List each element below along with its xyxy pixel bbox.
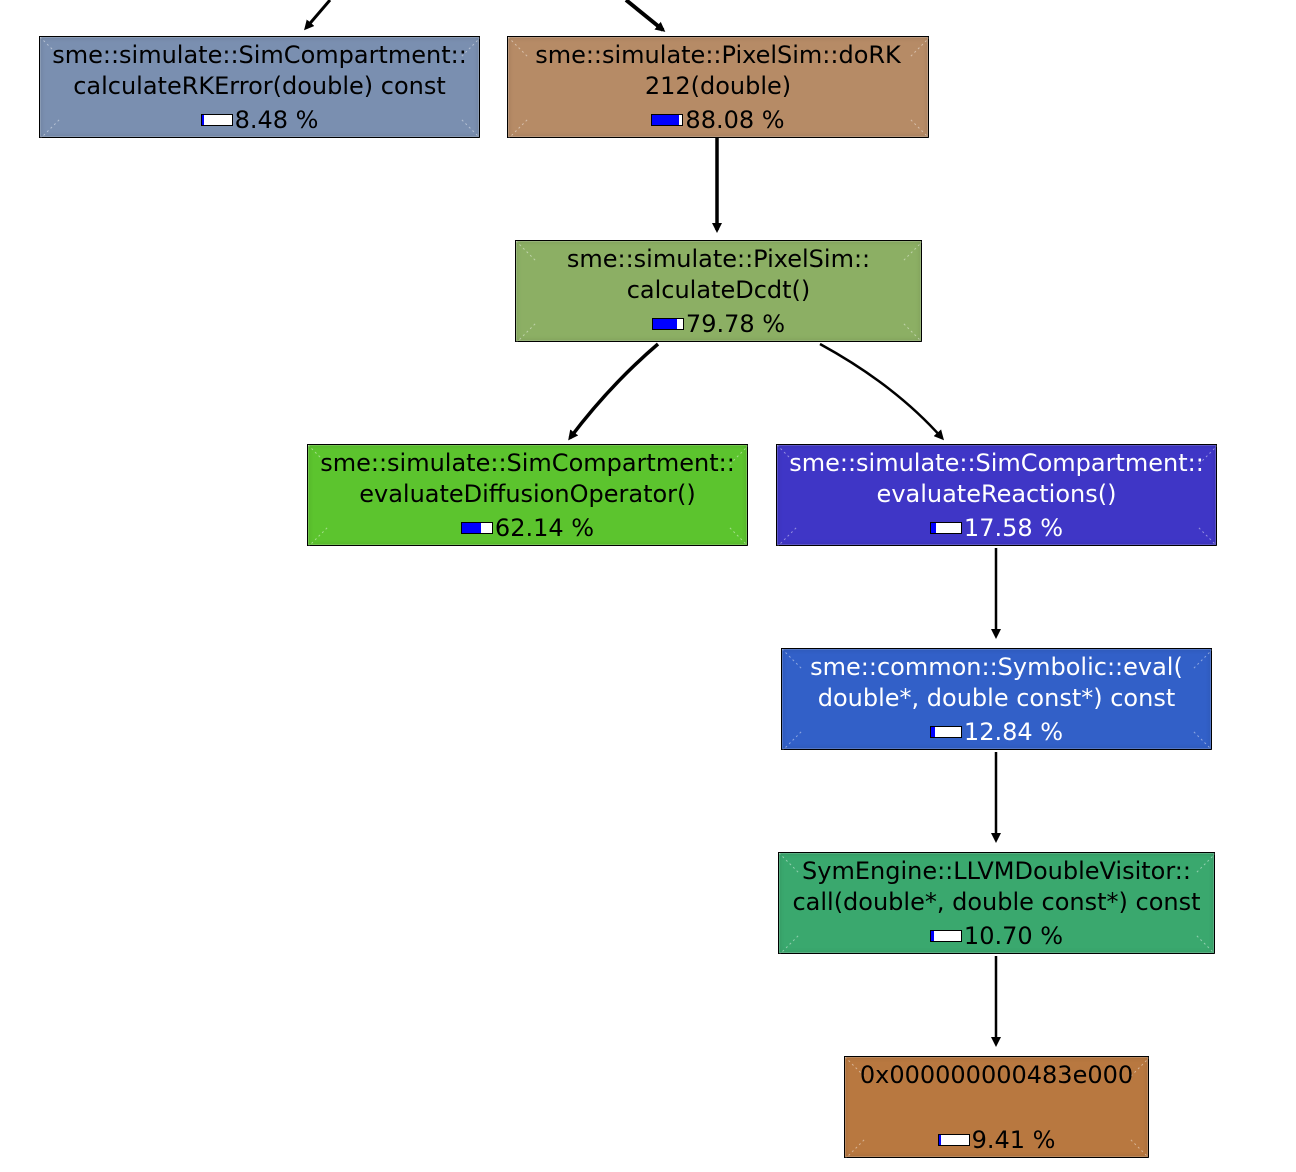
node-name-line1: sme::simulate::SimCompartment:: (789, 449, 1204, 477)
node-name-line2: calculateRKError(double) const (73, 72, 446, 100)
node-dcdt[interactable]: sme::simulate::PixelSim::calculateDcdt()… (515, 240, 923, 343)
edge-dcdt-to-diffusion (568, 342, 660, 441)
cost-bar-fill (201, 115, 205, 125)
cost-percent: 62.14 % (494, 514, 595, 542)
node-addr[interactable]: 0x000000000483e000 9.41 % (844, 1056, 1150, 1159)
cost-bar-fill (938, 1135, 942, 1145)
node-name-line1: SymEngine::LLVMDoubleVisitor:: (802, 857, 1191, 885)
edge-external-to-rkerror (304, 0, 332, 31)
node-diffusion[interactable]: sme::simulate::SimCompartment::evaluateD… (307, 444, 749, 547)
cost-bar-icon (651, 114, 684, 126)
node-name-line1: sme::simulate::SimCompartment:: (52, 41, 467, 69)
cost-percent: 8.48 % (234, 106, 319, 134)
cost-bar-fill (652, 319, 677, 329)
node-cost: 9.41 % (845, 1125, 1148, 1155)
node-cost: 17.58 % (777, 513, 1216, 543)
cost-percent: 17.58 % (963, 514, 1064, 542)
node-name-line1: sme::simulate::PixelSim::doRK (535, 41, 901, 69)
edge-dcdt-to-reactions (819, 342, 944, 441)
node-name-line1: sme::common::Symbolic::eval( (810, 653, 1183, 681)
cost-bar-fill (652, 115, 679, 125)
cost-bar-fill (930, 727, 935, 737)
cost-percent: 9.41 % (971, 1126, 1056, 1154)
cost-bar-icon (929, 930, 962, 942)
node-cost: 10.70 % (779, 921, 1214, 951)
node-cost: 8.48 % (40, 105, 479, 135)
node-llvm[interactable]: SymEngine::LLVMDoubleVisitor::call(doubl… (778, 852, 1216, 955)
node-name-line2: 212(double) (644, 72, 792, 100)
cost-bar-icon (937, 1134, 970, 1146)
cost-bar-fill (461, 523, 481, 533)
node-name-line2: evaluateReactions() (876, 480, 1117, 508)
node-rkerror[interactable]: sme::simulate::SimCompartment::calculate… (39, 36, 481, 139)
node-cost: 79.78 % (516, 309, 921, 339)
cost-bar-icon (929, 522, 962, 534)
cost-bar-icon (929, 726, 962, 738)
node-name-line2: call(double*, double const*) const (792, 888, 1201, 916)
node-name-line2: double*, double const*) const (817, 684, 1176, 712)
edge-external-to-dork (624, 0, 666, 32)
cost-bar-icon (460, 522, 493, 534)
node-cost: 62.14 % (308, 513, 747, 543)
cost-bar-icon (651, 318, 684, 330)
cost-bar-fill (930, 931, 935, 941)
node-cost: 12.84 % (782, 717, 1211, 747)
node-name-line1: sme::simulate::SimCompartment:: (320, 449, 735, 477)
cost-percent: 79.78 % (685, 310, 786, 338)
cost-percent: 10.70 % (963, 922, 1064, 950)
cost-percent: 88.08 % (685, 106, 785, 134)
node-name-line1: 0x000000000483e000 (859, 1061, 1134, 1089)
node-symbolic[interactable]: sme::common::Symbolic::eval(double*, dou… (781, 648, 1213, 751)
node-name-line2: evaluateDiffusionOperator() (359, 480, 696, 508)
node-reactions[interactable]: sme::simulate::SimCompartment::evaluateR… (776, 444, 1218, 547)
cost-percent: 12.84 % (963, 718, 1064, 746)
node-cost: 88.08 % (508, 105, 928, 135)
node-name-line2: calculateDcdt() (626, 276, 811, 304)
cost-bar-icon (200, 114, 233, 126)
cost-bar-fill (930, 523, 937, 533)
node-name-line1: sme::simulate::PixelSim:: (566, 245, 871, 273)
